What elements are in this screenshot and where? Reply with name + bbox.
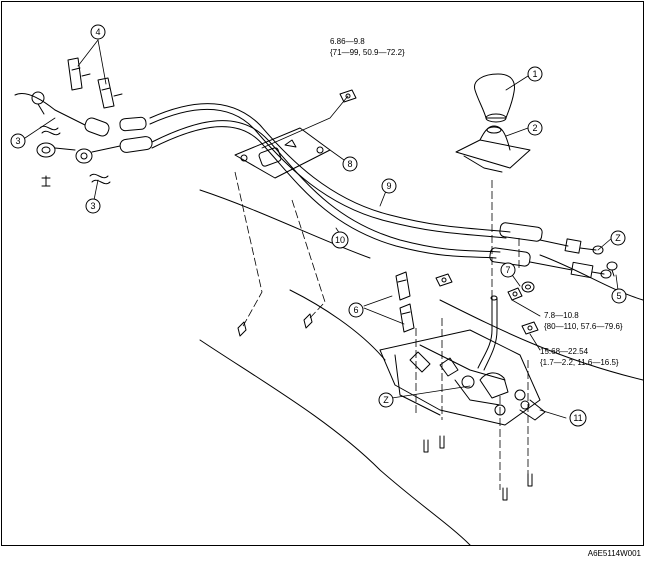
- svg-text:7: 7: [505, 265, 510, 275]
- floor-tunnel-outline: [199, 189, 644, 546]
- figure-code: A6E5114W001: [587, 549, 641, 558]
- shift-boot: [455, 125, 531, 173]
- retaining-clip-5: [606, 261, 618, 277]
- cable-clip-left: [67, 57, 91, 91]
- svg-text:Z: Z: [615, 233, 621, 243]
- svg-text:10: 10: [335, 235, 345, 245]
- callout-10: 10: [331, 231, 349, 249]
- svg-text:Z: Z: [383, 395, 389, 405]
- torque-spec-base-nut-nm: 15.68—22.54: [540, 347, 589, 356]
- torque-spec-bracket-nut: 6.86—9.8 {71—99, 50.9—72.2}: [330, 37, 405, 57]
- callout-4: 4: [90, 24, 106, 40]
- torque-spec-base-nut: 15.68—22.54 {1.7—2.2, 11.6—16.5}: [540, 347, 619, 367]
- cable-end-nut: [507, 287, 523, 301]
- callout-z-lower: Z: [378, 392, 394, 408]
- torque-spec-cable-nut: 7.8—10.8 {80—110, 57.6—79.6}: [544, 311, 623, 331]
- bracket-pin-right: [303, 313, 313, 329]
- cable-end-right-upper: [499, 222, 604, 255]
- callout-leaders: [21, 39, 619, 419]
- spring-clip-upper: [39, 125, 61, 136]
- svg-text:3: 3: [15, 136, 20, 146]
- torque-spec-bracket-nut-kgf: {71—99, 50.9—72.2}: [330, 48, 405, 57]
- svg-text:8: 8: [347, 159, 352, 169]
- callout-3-lower: 3: [85, 198, 101, 214]
- callout-7: 7: [500, 262, 516, 278]
- svg-text:2: 2: [532, 123, 537, 133]
- base-stud-4: [527, 473, 533, 487]
- locking-clip-lower: [399, 303, 415, 333]
- base-mounting-nut-right: [521, 321, 539, 335]
- svg-text:6: 6: [353, 305, 358, 315]
- base-stud-2: [439, 435, 445, 449]
- svg-text:3: 3: [90, 201, 95, 211]
- torque-spec-cable-nut-nm: 7.8—10.8: [544, 311, 579, 320]
- diagram-frame: [1, 1, 644, 546]
- svg-text:1: 1: [532, 69, 537, 79]
- callout-1: 1: [527, 66, 543, 82]
- callout-markers: 1 2 3 3 4 5 6: [10, 24, 627, 427]
- svg-text:9: 9: [386, 181, 391, 191]
- shift-cable-bundle: [149, 103, 511, 259]
- callout-5: 5: [611, 288, 627, 304]
- bracket-nut: [339, 89, 357, 103]
- base-stud-3: [502, 487, 508, 501]
- shift-lever-assembly: [379, 295, 546, 426]
- base-stud-1: [423, 439, 429, 453]
- svg-text:11: 11: [573, 413, 582, 423]
- base-mounting-nut-top: [435, 273, 453, 287]
- spring-clip-lower: [89, 173, 111, 185]
- bracket-pin-left: [237, 321, 247, 337]
- cable-bracket-plate: [234, 127, 331, 179]
- cable-end-left-upper: [14, 91, 147, 137]
- callout-2: 2: [527, 120, 543, 136]
- torque-spec-base-nut-kgf: {1.7—2.2, 11.6—16.5}: [540, 358, 619, 367]
- assembly-leader-lines: [234, 171, 529, 490]
- locking-clip-upper: [395, 271, 411, 301]
- callout-6: 6: [348, 302, 364, 318]
- callout-9: 9: [381, 178, 397, 194]
- svg-text:5: 5: [616, 291, 621, 301]
- cable-end-washer: [521, 281, 535, 293]
- callout-3-upper: 3: [10, 133, 26, 149]
- shift-knob: [474, 73, 515, 123]
- cable-clip-right: [97, 77, 123, 109]
- svg-text:4: 4: [95, 27, 100, 37]
- callout-11: 11: [569, 409, 587, 427]
- callout-8: 8: [342, 156, 358, 172]
- cable-end-left-lower: [36, 136, 153, 187]
- torque-spec-bracket-nut-nm: 6.86—9.8: [330, 37, 365, 46]
- torque-spec-cable-nut-kgf: {80—110, 57.6—79.6}: [544, 322, 623, 331]
- callout-z-upper: Z: [610, 230, 626, 246]
